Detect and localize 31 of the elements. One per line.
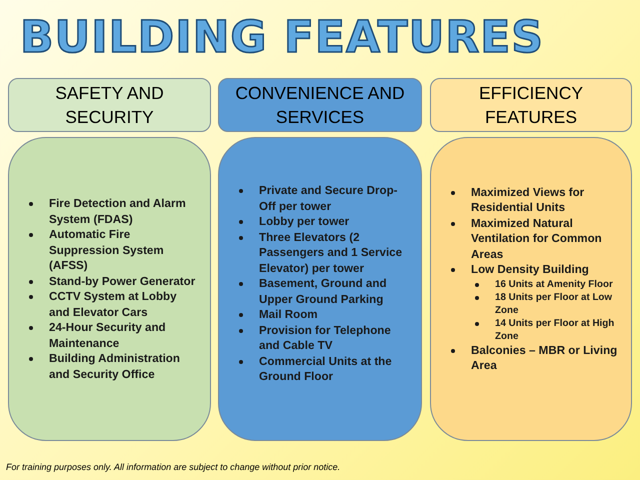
bullet-text: CCTV System at Lobby and Elevator Cars — [49, 290, 177, 318]
category-header — [430, 78, 632, 132]
header-text: CONVENIENCE AND SERVICES — [234, 82, 406, 129]
bullet-text: Low Density Building — [471, 263, 589, 276]
category-header — [8, 78, 211, 132]
bullet-text: 16 Units at Amenity Floor — [495, 278, 613, 290]
bullet-text: Building Administration and Security Office — [49, 352, 180, 380]
bullet-text: Mail Room — [259, 308, 318, 322]
header-text: SAFETY AND SECURITY — [54, 82, 165, 129]
feature-panel — [218, 137, 422, 441]
bullet-text: Fire Detection and Alarm System (FDAS) — [49, 197, 186, 226]
bullet-text: Commercial Units at the Ground Floor — [259, 354, 392, 384]
bullet-text: 24-Hour Security and Maintenance — [49, 321, 166, 350]
feature-panel — [430, 137, 632, 441]
bullet-text: Provision for Telephone and Cable TV — [259, 324, 391, 352]
page-title: BUILDING FEATURES — [20, 11, 544, 65]
bullet-text: Automatic Fire Suppression System (AFSS) — [49, 228, 164, 272]
header-text: EFFICIENCY FEATURES — [478, 82, 584, 129]
bullet-text: Basement, Ground and Upper Ground Parking — [259, 277, 387, 306]
disclaimer-note: For training purposes only. All information are subject to change without prior notice. — [6, 462, 340, 472]
bullet-text: Maximized Views for Residential Units — [471, 186, 584, 214]
bullet-text: Maximized Natural Ventilation for Common Areas — [471, 216, 602, 260]
bullet-text: Lobby per tower — [259, 215, 350, 228]
bullet-text: Private and Secure Drop-Off per tower — [259, 184, 398, 213]
bullet-text: Balconies – MBR or Living Area — [471, 344, 618, 372]
feature-panel — [8, 137, 211, 441]
bullet-text: Three Elevators (2 Passengers and 1 Service Elevator) per tower — [259, 230, 402, 275]
bullet-text: Stand-by Power Generator — [49, 274, 196, 288]
bullet-text: 14 Units per Floor at High Zone — [495, 318, 614, 342]
bullet-text: 18 Units per Floor at Low Zone — [495, 292, 612, 316]
category-header — [218, 78, 422, 132]
